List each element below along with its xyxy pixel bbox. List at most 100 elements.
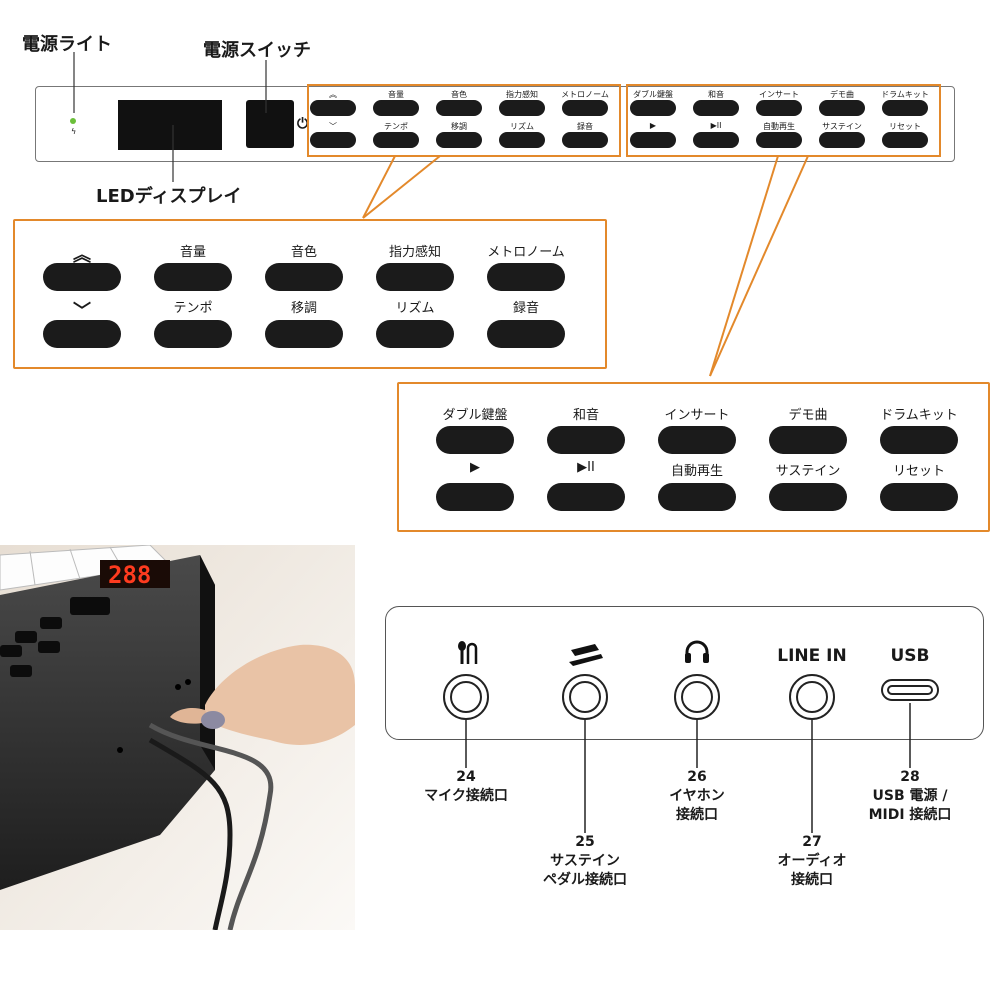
panel_right_group-top-button[interactable]	[547, 426, 625, 454]
panel_left_group-small-top-button[interactable]	[499, 100, 545, 116]
panel_left_group-small-bottom-label: ﹀	[329, 122, 337, 131]
panel_right_group-small-top-label: デモ曲	[830, 90, 854, 99]
panel_right_group-small-bottom-button[interactable]	[630, 132, 676, 148]
port-1-label: 25 サステイン ペダル接続口	[543, 834, 627, 888]
power-switch[interactable]	[246, 100, 294, 148]
port-1-jack[interactable]	[562, 674, 608, 720]
panel_right_group-small-bottom-label: サステイン	[822, 122, 862, 131]
left-group-highlight	[307, 84, 621, 157]
panel_right_group-top-label: インサート	[664, 408, 730, 423]
headphone-icon	[677, 640, 717, 669]
panel_left_group-bottom-label: リズム	[395, 301, 435, 316]
panel_right_group-bottom-button[interactable]	[547, 483, 625, 511]
panel_left_group-top-button[interactable]	[487, 263, 565, 291]
led-display	[118, 100, 222, 150]
panel_left_group-bottom-label: ﹀	[73, 301, 91, 322]
panel_right_group-small-bottom-button[interactable]	[882, 132, 928, 148]
panel_left_group-small-bottom-label: リズム	[510, 122, 534, 131]
panel_right_group-bottom-label: サステイン	[775, 464, 841, 479]
panel_left_group-bottom-label: 移調	[290, 301, 317, 316]
panel_right_group-top-button[interactable]	[658, 426, 736, 454]
panel_right_group-small-bottom-button[interactable]	[756, 132, 802, 148]
rear-port-panel	[385, 606, 984, 740]
photo-illustration: 288	[0, 545, 355, 930]
panel_right_group-small-top-label: ドラムキット	[881, 90, 929, 99]
panel_left_group-small-bottom-button[interactable]	[436, 132, 482, 148]
port-2-jack[interactable]	[674, 674, 720, 720]
panel_left_group-small-top-label: ︽	[329, 90, 337, 99]
port-4-top-label: USB	[890, 646, 930, 666]
panel_right_group-bottom-label: リセット	[892, 464, 945, 479]
panel_right_group-top-label: 和音	[572, 408, 599, 423]
panel_right_group-small-bottom-label: ▶II	[710, 121, 722, 130]
power-light	[70, 118, 76, 124]
panel_left_group-small-bottom-label: テンポ	[384, 122, 408, 131]
panel_left_group-small-bottom-label: 録音	[577, 122, 593, 131]
panel_right_group-small-bottom-label: ▶	[649, 121, 657, 130]
panel_left_group-small-top-label: 音量	[388, 90, 404, 99]
panel_right_group-small-bottom-button[interactable]	[693, 132, 739, 148]
panel_left_group-top-label: メトロノーム	[487, 245, 565, 260]
panel_left_group-small-bottom-button[interactable]	[310, 132, 356, 148]
panel_left_group-top-button[interactable]	[154, 263, 232, 291]
panel_left_group-bottom-button[interactable]	[487, 320, 565, 348]
panel_right_group-top-button[interactable]	[880, 426, 958, 454]
product-photo: 288	[0, 545, 355, 930]
panel_right_group-top-button[interactable]	[769, 426, 847, 454]
power-symbol-icon: ⏻	[297, 116, 309, 132]
panel_left_group-bottom-button[interactable]	[376, 320, 454, 348]
panel_right_group-small-top-label: インサート	[759, 90, 799, 99]
panel_left_group-small-top-button[interactable]	[436, 100, 482, 116]
panel_left_group-small-bottom-button[interactable]	[373, 132, 419, 148]
panel_left_group-top-button[interactable]	[376, 263, 454, 291]
panel_right_group-top-label: ダブル鍵盤	[442, 408, 508, 423]
panel_left_group-bottom-button[interactable]	[43, 320, 121, 348]
panel_right_group-bottom-button[interactable]	[769, 483, 847, 511]
panel_right_group-top-label: デモ曲	[788, 408, 828, 423]
panel_left_group-bottom-label: テンポ	[173, 301, 213, 316]
microphone-icon	[446, 640, 486, 671]
panel_right_group-bottom-label: ▶II	[577, 460, 595, 475]
port-3-top-label: LINE IN	[777, 646, 847, 666]
panel_left_group-small-top-button[interactable]	[373, 100, 419, 116]
panel_left_group-top-label: 音色	[290, 245, 317, 260]
usb-c-port	[881, 679, 939, 701]
panel_left_group-top-label: 音量	[179, 245, 206, 260]
panel_left_group-small-top-button[interactable]	[310, 100, 356, 116]
port-0-jack[interactable]	[443, 674, 489, 720]
panel_right_group-top-button[interactable]	[436, 426, 514, 454]
panel_right_group-bottom-button[interactable]	[880, 483, 958, 511]
panel_left_group-bottom-button[interactable]	[265, 320, 343, 348]
port-3-label: 27 オーディオ 接続口	[777, 834, 847, 888]
panel_left_group-bottom-button[interactable]	[154, 320, 232, 348]
port-3-jack[interactable]	[789, 674, 835, 720]
panel_right_group-bottom-button[interactable]	[436, 483, 514, 511]
led-display-callout: LEDディスプレイ	[96, 186, 242, 207]
panel_right_group-small-top-button[interactable]	[756, 100, 802, 116]
panel_left_group-bottom-label: 録音	[512, 301, 539, 316]
panel_left_group-small-top-label: メトロノーム	[561, 90, 609, 99]
panel_right_group-small-bottom-label: 自動再生	[763, 122, 795, 131]
panel_right_group-small-top-button[interactable]	[882, 100, 928, 116]
panel_right_group-small-top-button[interactable]	[630, 100, 676, 116]
port-2-label: 26 イヤホン 接続口	[669, 769, 725, 823]
panel_right_group-small-top-label: 和音	[708, 90, 724, 99]
panel_left_group-top-button[interactable]	[43, 263, 121, 291]
panel_right_group-bottom-button[interactable]	[658, 483, 736, 511]
panel_left_group-small-bottom-button[interactable]	[562, 132, 608, 148]
usb-c-port-inner	[887, 685, 933, 695]
panel_right_group-bottom-label: 自動再生	[670, 464, 723, 479]
power-switch-callout: 電源スイッチ	[203, 40, 311, 61]
panel_right_group-small-top-label: ダブル鍵盤	[633, 90, 673, 99]
panel_left_group-small-bottom-button[interactable]	[499, 132, 545, 148]
panel_left_group-small-top-label: 指力感知	[506, 90, 538, 99]
panel_left_group-small-top-button[interactable]	[562, 100, 608, 116]
panel_right_group-small-top-button[interactable]	[693, 100, 739, 116]
panel_right_group-small-top-button[interactable]	[819, 100, 865, 116]
photo-led-digits: 288	[108, 561, 151, 589]
right-group-highlight	[626, 84, 941, 157]
leader-lines	[73, 52, 809, 377]
panel_left_group-top-button[interactable]	[265, 263, 343, 291]
power-bolt-icon: ϟ	[71, 127, 77, 136]
panel_right_group-small-bottom-button[interactable]	[819, 132, 865, 148]
